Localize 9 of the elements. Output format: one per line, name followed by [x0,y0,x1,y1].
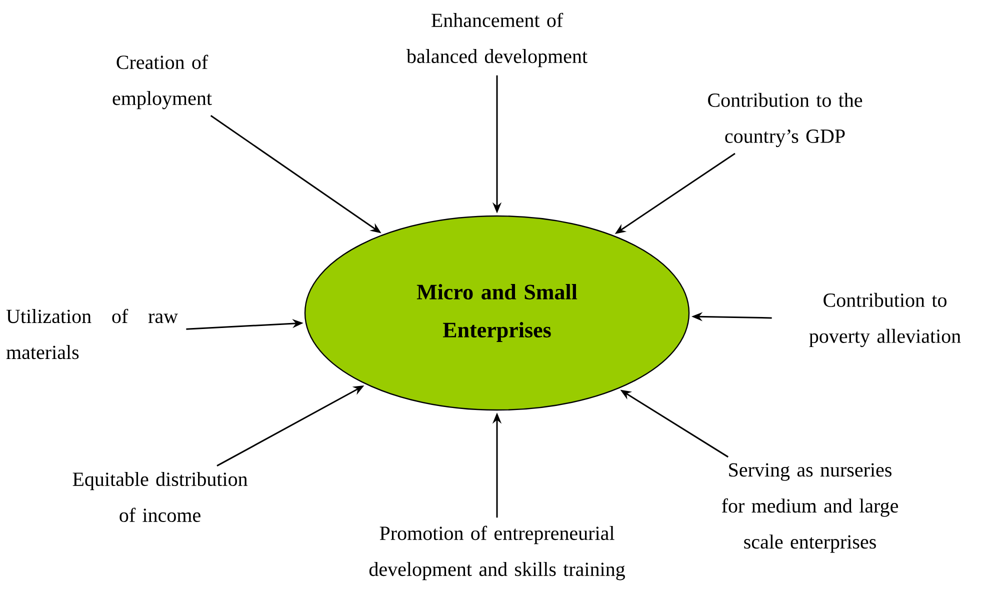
text-label: Utilization of raw materials [6,308,178,360]
ellipse-node: Micro and Small Enterprises [304,215,690,411]
text-label: Contribution to poverty alleviation [809,292,961,348]
text-label: Enhancement of balanced development [406,12,588,68]
text-label: Contribution to the country’s GDP [708,92,862,148]
text-label: Serving as nurseries for medium and large scale enterprises [722,463,898,553]
text-label: Creation of employment [112,54,212,110]
text-label: Promotion of entrepreneurial development and skills training [369,526,625,580]
text-label: Equitable distribution of income [72,472,248,522]
